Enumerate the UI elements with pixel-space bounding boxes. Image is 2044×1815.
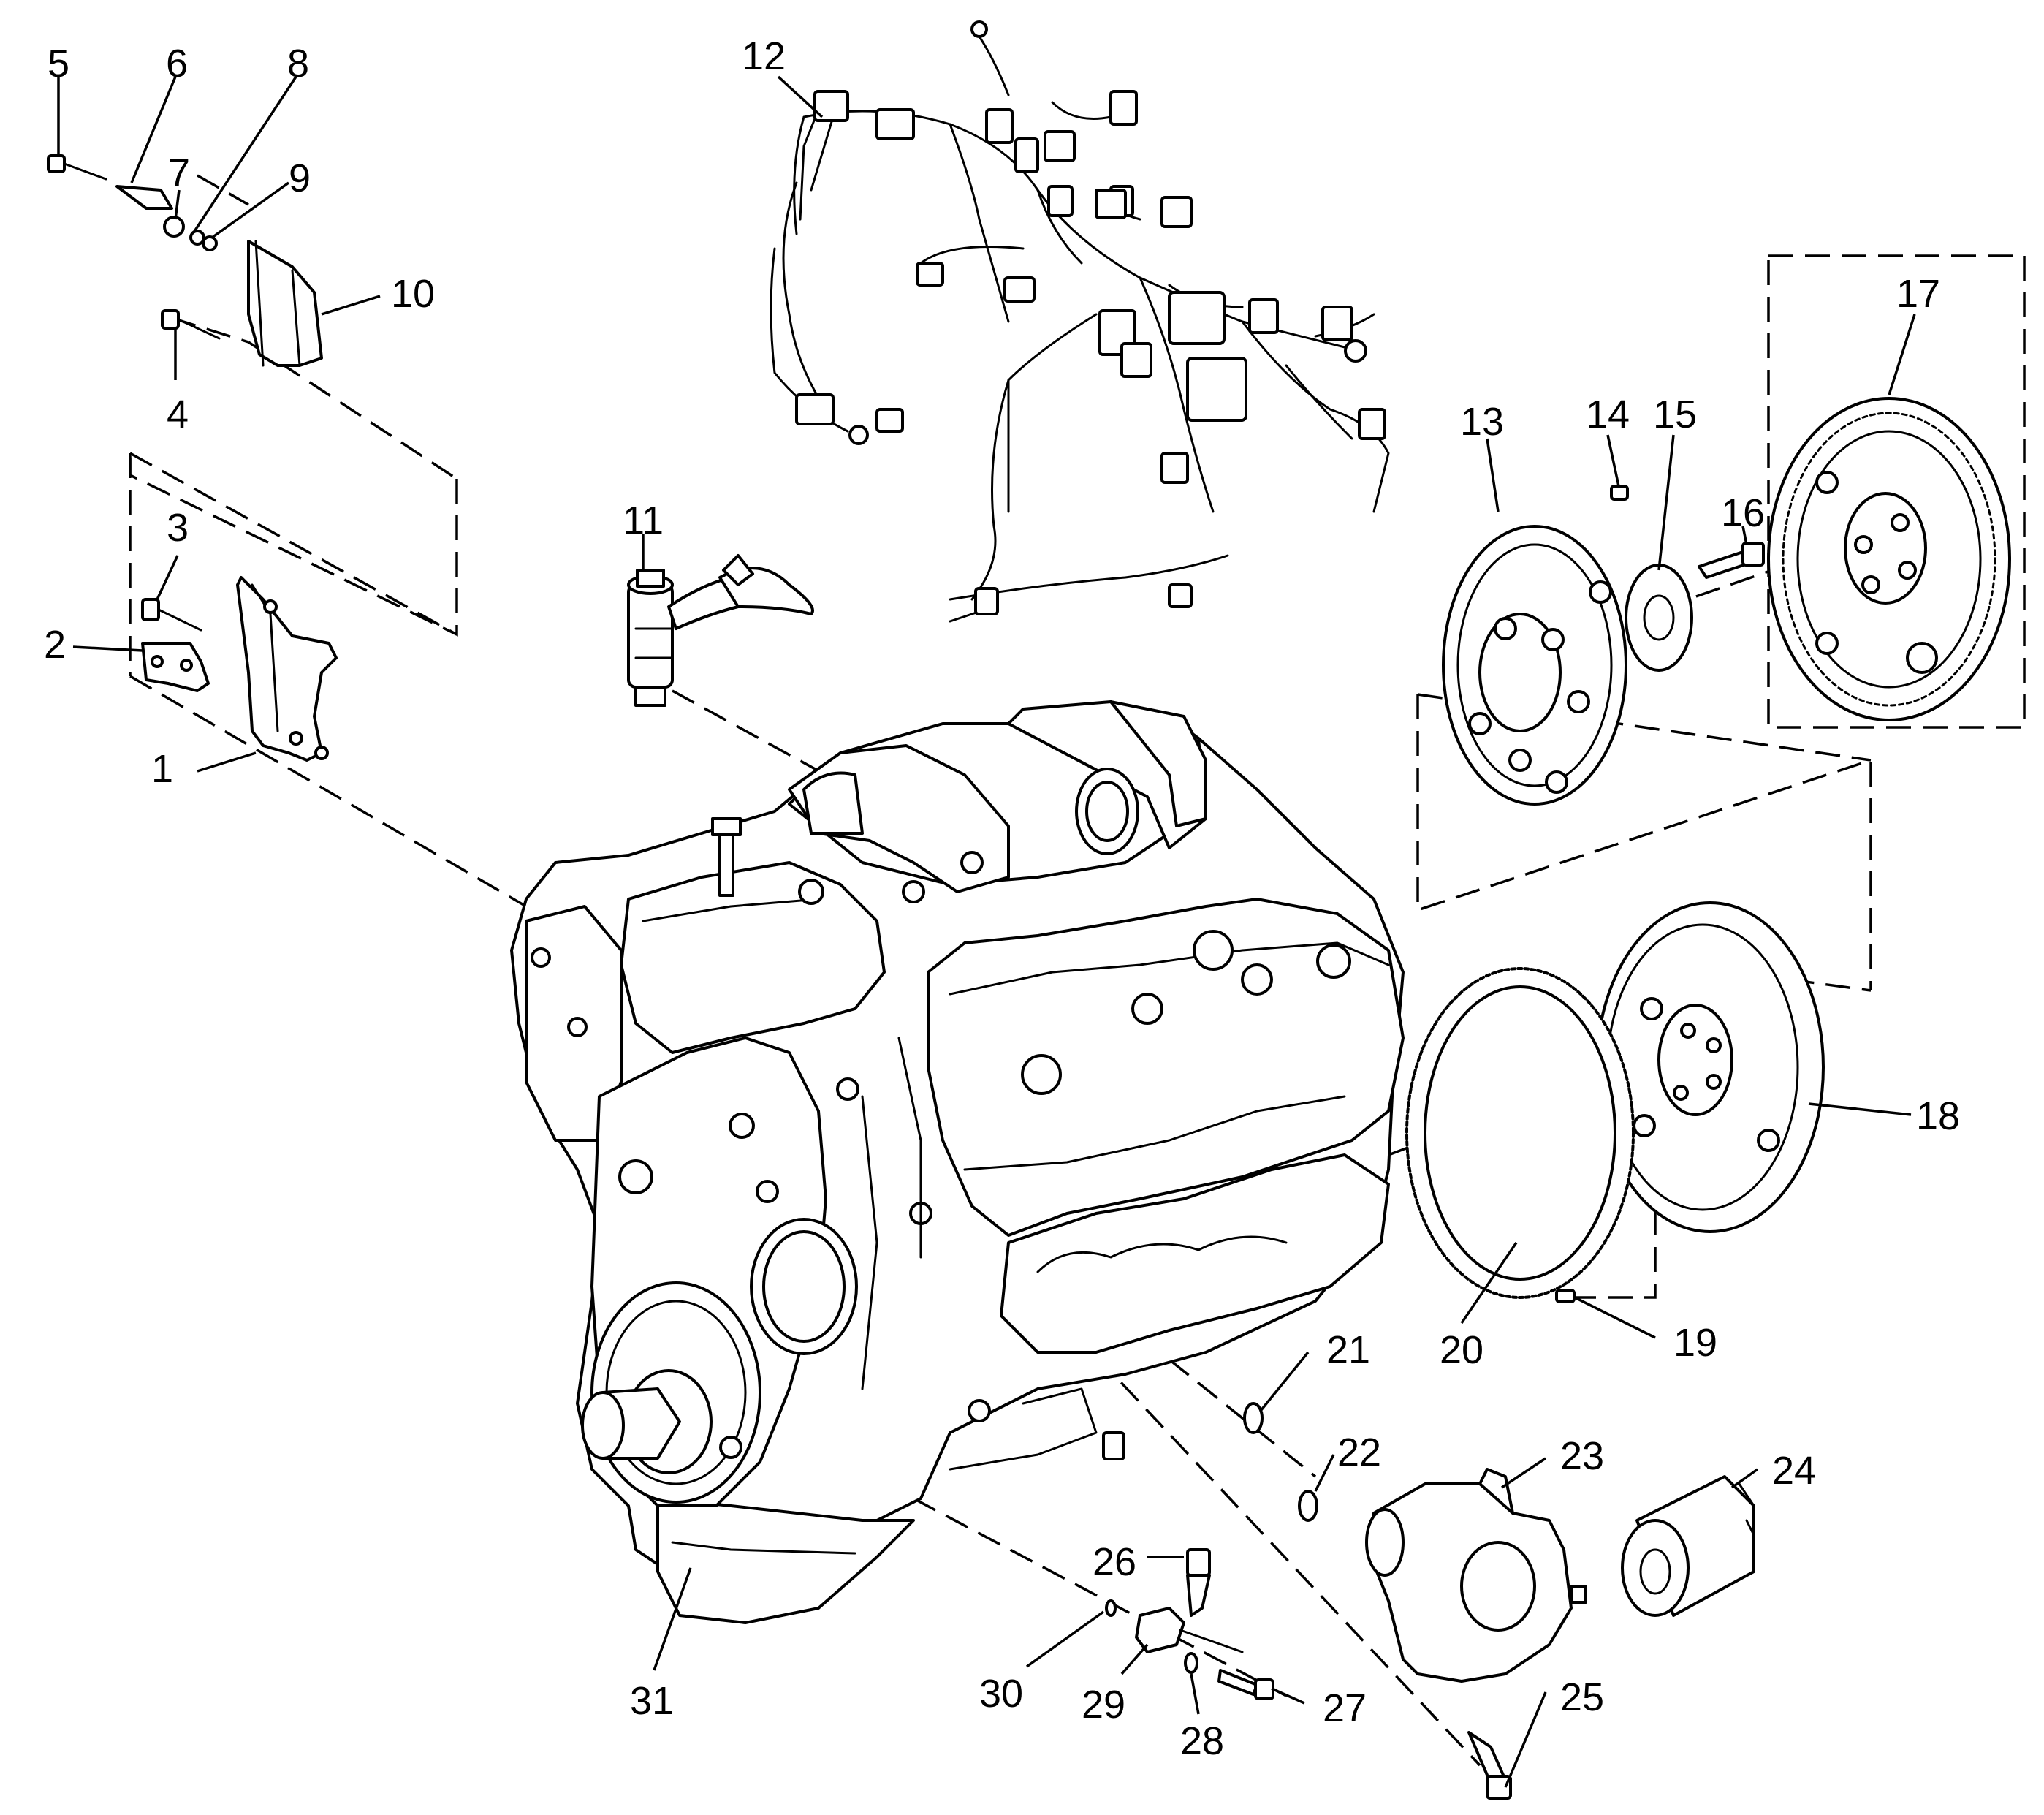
callout-18: 18 (1916, 1094, 1960, 1138)
callout-labels: 1 2 3 4 5 6 7 8 9 10 11 12 13 14 15 16 1… (44, 34, 1960, 1763)
callout-19: 19 (1673, 1321, 1717, 1365)
callout-1: 1 (151, 747, 173, 791)
callout-26: 26 (1093, 1540, 1136, 1584)
fuel-regulator (627, 554, 814, 707)
callout-16: 16 (1721, 491, 1765, 535)
callout-10: 10 (391, 272, 435, 316)
callout-25: 25 (1560, 1675, 1604, 1719)
callout-leaders (57, 75, 1916, 1788)
callout-7: 7 (168, 151, 190, 195)
callout-28: 28 (1180, 1719, 1224, 1763)
callout-12: 12 (742, 34, 786, 78)
wiring-harness (770, 20, 1390, 623)
callout-6: 6 (166, 42, 188, 86)
callout-5: 5 (48, 42, 69, 86)
callout-8: 8 (287, 42, 309, 86)
callout-30: 30 (979, 1672, 1023, 1716)
bracket-parts (47, 154, 338, 762)
callout-27: 27 (1323, 1686, 1367, 1730)
callout-31: 31 (630, 1679, 674, 1723)
callout-17: 17 (1896, 272, 1940, 316)
engine-block (510, 700, 1405, 1624)
oil-filter-parts (1105, 1402, 1755, 1800)
callout-3: 3 (167, 506, 189, 550)
callout-4: 4 (167, 393, 189, 436)
callout-22: 22 (1337, 1431, 1381, 1474)
callout-21: 21 (1326, 1328, 1370, 1372)
flywheel-parts (1405, 397, 2011, 1303)
callout-15: 15 (1653, 393, 1697, 436)
callout-14: 14 (1586, 393, 1630, 436)
callout-9: 9 (289, 156, 311, 200)
callout-24: 24 (1772, 1449, 1816, 1493)
callout-2: 2 (44, 623, 66, 667)
callout-13: 13 (1460, 400, 1504, 444)
callout-23: 23 (1560, 1434, 1604, 1478)
callout-29: 29 (1082, 1683, 1125, 1727)
callout-11: 11 (623, 499, 664, 542)
callout-20: 20 (1440, 1328, 1483, 1372)
